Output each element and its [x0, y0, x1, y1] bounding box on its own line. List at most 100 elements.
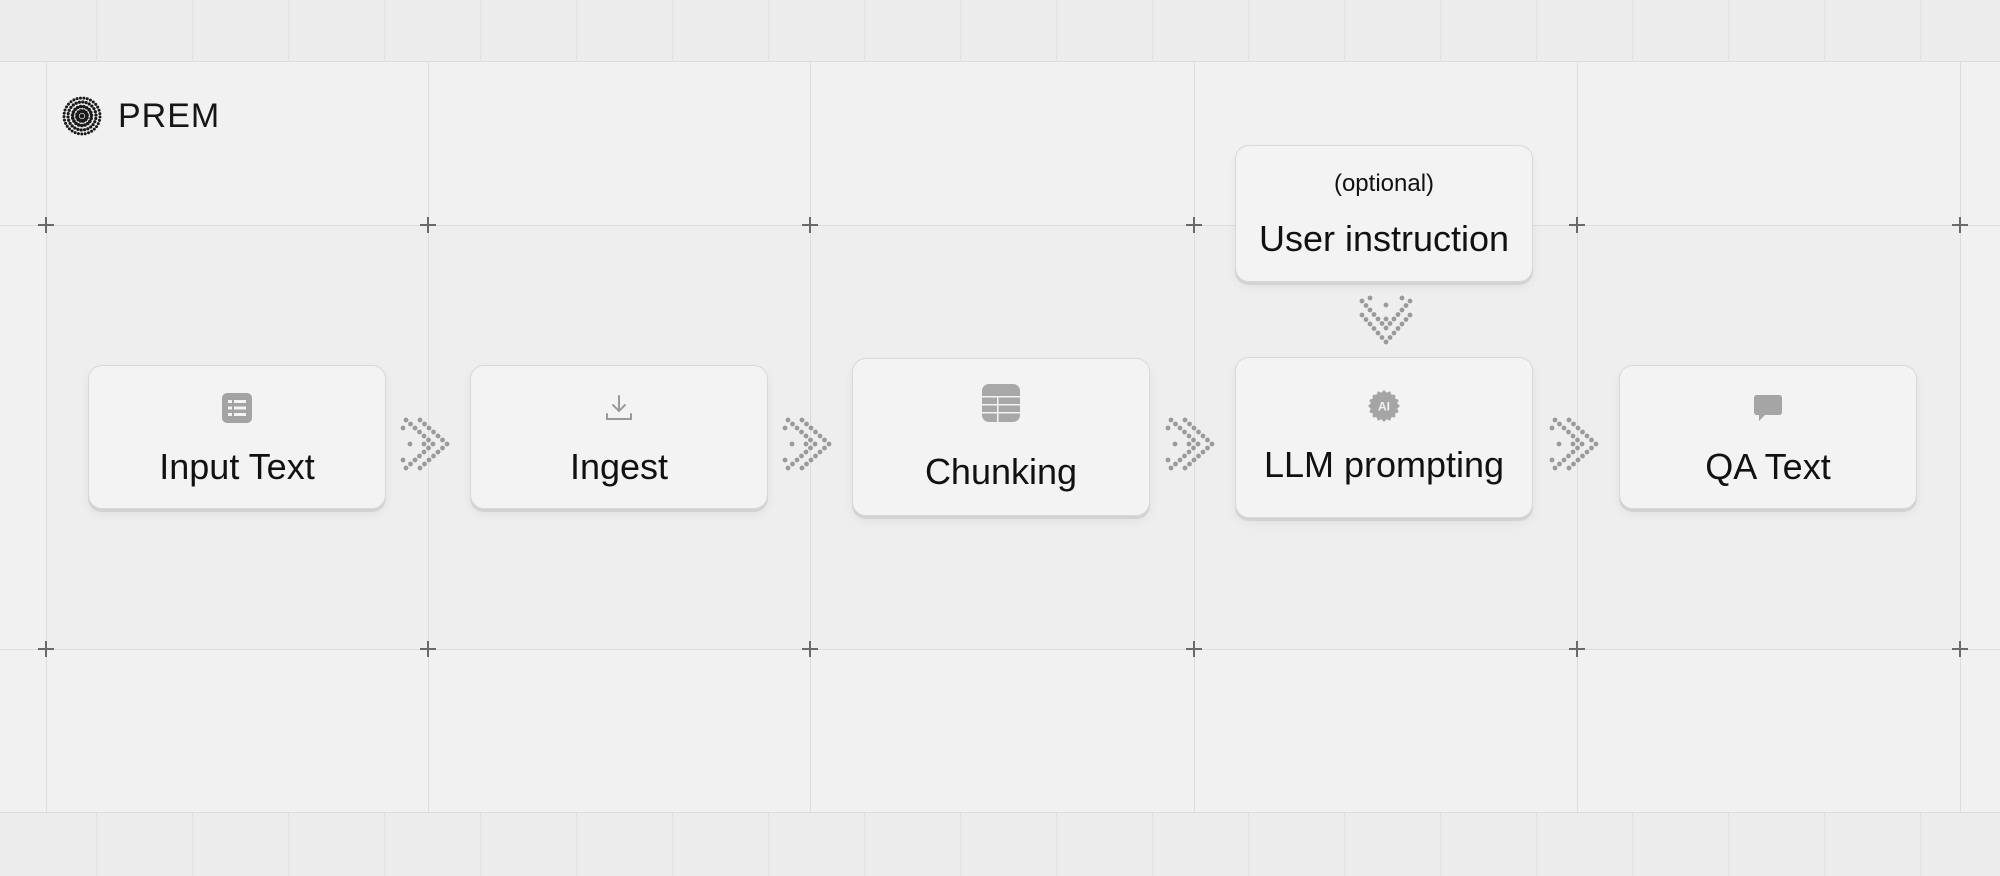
logo-dot: [83, 132, 87, 136]
grid-line-vertical: [46, 62, 47, 812]
logo-dot: [90, 129, 94, 133]
arrow-dot: [1186, 441, 1192, 447]
arrow-dot: [790, 461, 795, 467]
arrow-dot: [1371, 312, 1377, 317]
arrow-dot: [435, 449, 441, 455]
node-label: Chunking: [924, 451, 1078, 492]
logo-dot: [84, 101, 88, 105]
ruler-tick: [1056, 0, 1057, 61]
logo-dot: [86, 127, 90, 131]
ruler-tick: [768, 813, 769, 876]
arrow-dot: [1557, 461, 1562, 467]
arrow-dot: [817, 433, 823, 439]
arrow-dot: [421, 441, 427, 447]
arrow-dot: [1399, 295, 1405, 301]
node-label: Input Text: [159, 446, 315, 487]
logo-dot: [74, 121, 78, 126]
logo-dot: [81, 100, 85, 104]
node-chunking: Chunking: [852, 358, 1150, 516]
arrow-dot: [1566, 417, 1572, 423]
arrow-dot: [1165, 457, 1171, 463]
ai-badge-text: AI: [1378, 400, 1390, 414]
ruler-tick: [1056, 813, 1057, 876]
arrow-dot: [813, 453, 818, 459]
arrow-dot: [403, 465, 409, 471]
ruler-tick: [1920, 0, 1921, 61]
arrow-dot: [1570, 433, 1576, 439]
logo-dot: [90, 104, 94, 108]
ruler-tick: [960, 813, 961, 876]
arrow-dot: [1395, 326, 1401, 331]
logo-dot: [62, 118, 66, 122]
arrow-dot: [1579, 441, 1585, 447]
grid-line-vertical: [1194, 62, 1195, 812]
grid-line-vertical: [1577, 62, 1578, 812]
logo-dot: [79, 113, 85, 119]
arrow-dot: [408, 421, 413, 427]
arrow-dot: [1584, 433, 1590, 439]
arrow-dot: [822, 437, 827, 443]
arrow-dot: [1584, 449, 1590, 455]
grid-line-horizontal: [0, 225, 2000, 226]
arrow-dot: [790, 421, 795, 427]
arrow-dot: [799, 417, 805, 423]
arrow-dot: [1182, 417, 1188, 423]
arrow-dot: [1407, 298, 1413, 304]
node-llm-prompting: AI LLM prompting: [1235, 357, 1533, 518]
logo-dot: [70, 129, 74, 133]
ruler-tick: [1248, 813, 1249, 876]
arrow-dot: [1387, 321, 1393, 326]
arrow-dot: [1403, 303, 1409, 308]
logo-dot: [97, 118, 101, 122]
crosshair-marker: [38, 217, 54, 233]
logo-dot: [67, 102, 71, 106]
ruler-tick: [96, 0, 97, 61]
arrow-dot: [1177, 425, 1183, 431]
logo-dot: [85, 97, 89, 101]
ruler-tick: [1824, 813, 1825, 876]
logo-dot: [98, 115, 102, 119]
logo-dot: [68, 121, 72, 125]
arrow-dot: [1173, 421, 1178, 427]
arrow-dot: [1367, 295, 1373, 301]
arrow-dot: [1182, 453, 1187, 459]
logo-dot: [87, 131, 91, 135]
flow-arrow-chunking-llm: [1165, 417, 1215, 471]
arrow-dot: [417, 417, 423, 423]
arrow-dot: [1367, 321, 1373, 327]
arrow-dot: [1570, 449, 1576, 455]
ruler-tick: [1248, 0, 1249, 61]
ruler-tick: [1536, 0, 1537, 61]
logo-dot: [73, 126, 77, 130]
ruler-tick: [1728, 0, 1729, 61]
arrow-dot: [1196, 453, 1201, 459]
logo-dot: [76, 123, 81, 127]
arrow-dot: [431, 429, 436, 435]
arrow-dot: [412, 425, 418, 431]
arrow-dot: [1580, 429, 1585, 435]
logo-dot: [83, 128, 87, 132]
node-label: LLM prompting: [1263, 444, 1505, 485]
arrow-dot: [408, 461, 413, 467]
arrow-dot: [1177, 457, 1183, 463]
logo-dot: [98, 112, 102, 116]
arrow-dot: [1367, 307, 1373, 313]
logo-dot: [65, 124, 69, 128]
logo-dot: [73, 131, 77, 135]
crosshair-marker: [420, 217, 436, 233]
ruler-tick: [1344, 0, 1345, 61]
logo-dot: [67, 127, 71, 131]
logo-dot: [66, 111, 70, 116]
arrow-dot: [430, 441, 436, 447]
arrow-dot: [440, 445, 445, 451]
ruler-tick: [384, 813, 385, 876]
logo-dot: [75, 105, 80, 110]
ruler-tick: [864, 0, 865, 61]
arrow-dot: [1186, 449, 1192, 455]
arrow-dot: [1187, 421, 1192, 427]
arrow-dot: [1186, 433, 1192, 439]
flow-arrow-ingest-chunking: [782, 417, 832, 471]
arrow-dot: [1383, 316, 1389, 322]
arrow-dot: [808, 457, 814, 463]
flow-arrow-instruction-llm: [1359, 295, 1413, 345]
